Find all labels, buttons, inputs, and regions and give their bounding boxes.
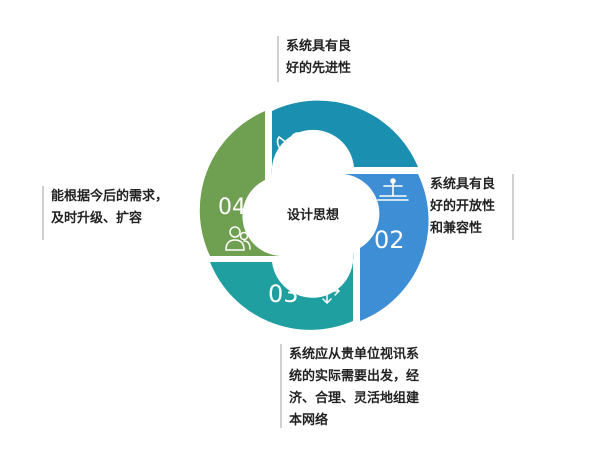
- callout-01-line-2: 好的先进性: [286, 61, 352, 76]
- segment-number-03: 03: [268, 280, 299, 308]
- callout-02-line-3: 和兼容性: [430, 221, 483, 236]
- callout-03-line-3: 济、合理、灵活地组建: [289, 391, 420, 406]
- callout-04-line-1: 能根据今后的需求，: [51, 189, 169, 204]
- segment-02: [344, 174, 429, 321]
- callout-03-line-1: 系统应从贵单位视讯系: [289, 347, 420, 362]
- callout-02-bar: [512, 174, 514, 240]
- center-label: 设计思想: [287, 207, 339, 223]
- callout-04-bar: [42, 186, 44, 240]
- segment-number-02: 02: [374, 226, 405, 254]
- callout-03-text: 系统应从贵单位视讯系 统的实际需要出发，经 济、合理、灵活地组建 本网络: [289, 344, 419, 432]
- callout-04-text: 能根据今后的需求， 及时升级、扩容: [51, 186, 168, 230]
- segment-01: [271, 100, 418, 175]
- callout-02: 系统具有良 好的开放性 和兼容性: [430, 174, 514, 240]
- callout-01-text: 系统具有良 好的先进性: [286, 36, 351, 80]
- callout-04: 能根据今后的需求， 及时升级、扩容: [42, 186, 168, 240]
- callout-03-bar: [280, 344, 282, 428]
- callout-02-line-2: 好的开放性: [430, 199, 496, 214]
- segment-04: [199, 111, 282, 256]
- segment-number-01: 01: [312, 136, 343, 164]
- callout-01-line-1: 系统具有良: [286, 39, 352, 54]
- callout-03-line-2: 统的实际需要出发，经: [289, 369, 420, 384]
- segment-03: [210, 252, 354, 330]
- callout-03: 系统应从贵单位视讯系 统的实际需要出发，经 济、合理、灵活地组建 本网络: [280, 344, 419, 432]
- callout-01-bar: [277, 36, 279, 82]
- move-arrows-icon: [314, 278, 340, 304]
- callout-02-line-1: 系统具有良: [430, 177, 496, 192]
- balance-scale-icon: [377, 178, 409, 201]
- segment-number-04: 04: [218, 195, 246, 220]
- callout-04-line-2: 及时升级、扩容: [51, 211, 143, 226]
- users-icon: [225, 226, 251, 251]
- callout-01: 系统具有良 好的先进性: [277, 36, 351, 82]
- callout-03-line-4: 本网络: [289, 413, 329, 428]
- callout-02-text: 系统具有良 好的开放性 和兼容性: [430, 174, 495, 240]
- phone-clock-icon: [276, 132, 306, 164]
